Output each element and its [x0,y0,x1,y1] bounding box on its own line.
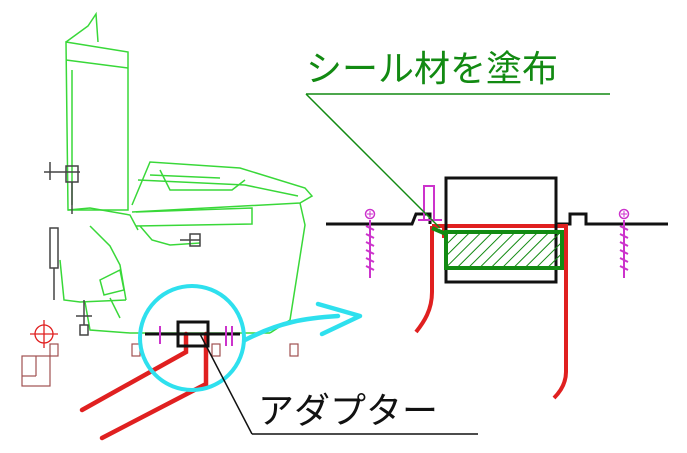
seal-callout-label: シール材を塗布 [306,49,559,90]
sealant-area [444,230,564,270]
seal-leader [305,93,610,229]
zoom-arrow-head [315,301,363,337]
sealant-edge [431,226,447,236]
screws-small [159,326,233,346]
toilet-outline [59,11,314,334]
screw-right [618,208,630,278]
adapter-callout-label: アダプター [258,391,439,432]
center-cross-marker [30,320,58,348]
floor-line-left [326,212,432,226]
drain-pipe-right-outer [414,226,434,334]
highlight-circle [138,284,246,392]
adapter-leader [199,333,478,435]
floor-line-right [556,212,668,226]
screw-left [364,208,376,278]
drain-pipe-left [79,331,209,441]
water-supply-valve [44,162,201,336]
zoom-arrow [242,313,341,343]
